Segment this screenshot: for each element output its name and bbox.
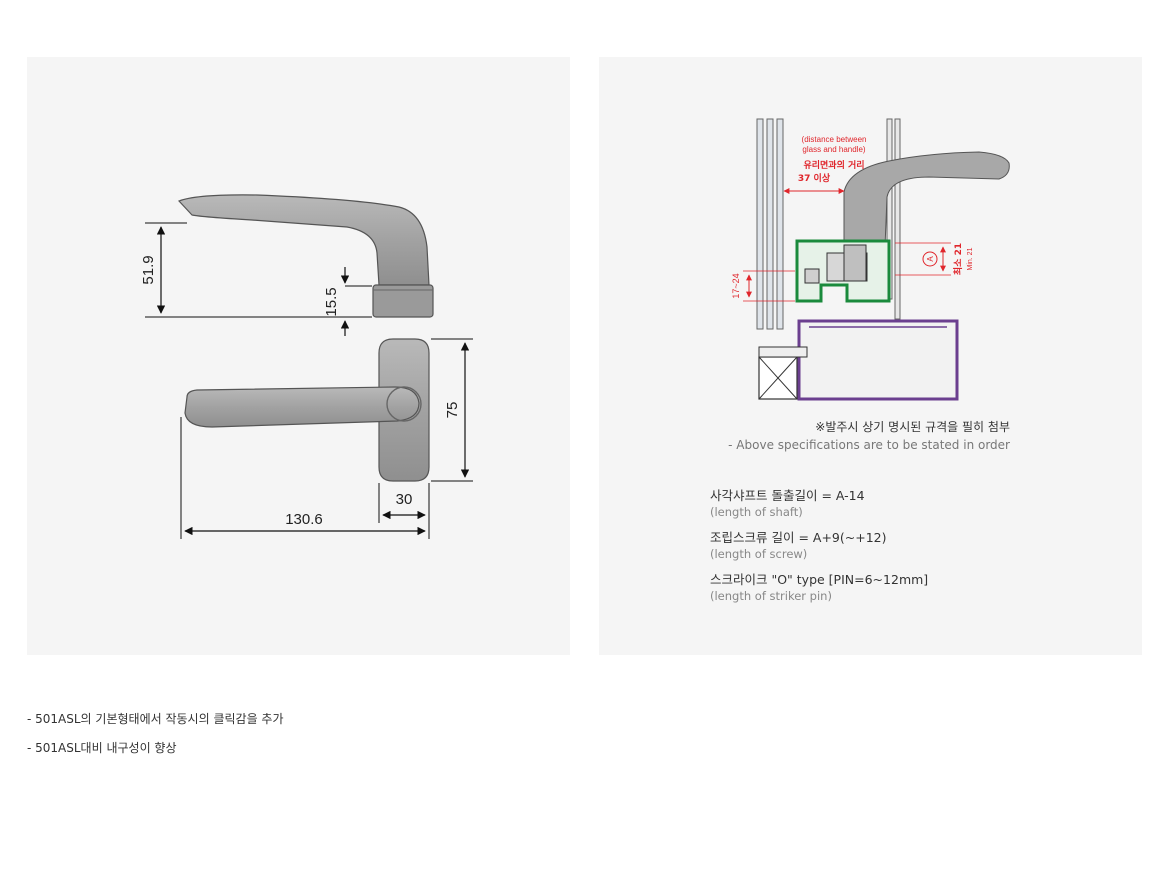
- annotation-en-line1: (distance between: [802, 135, 867, 144]
- spec-main: 사각샤프트 돌출길이 = A-14: [710, 488, 865, 503]
- handle-dimension-panel: 51.9 15.5 75 30 130.6: [27, 57, 570, 655]
- order-note-kr: ※발주시 상기 명시된 규격을 필히 첨부: [815, 420, 1010, 434]
- spec-item: 사각샤프트 돌출길이 = A-14 (length of shaft): [710, 488, 1130, 520]
- spec-sub: (length of striker pin): [710, 589, 832, 603]
- spec-main: 조립스크류 길이 = A+9(~+12): [710, 530, 887, 545]
- range-label: 17~24: [731, 273, 741, 298]
- dim-rose-height: 15.5: [323, 287, 340, 316]
- frame-profile-purple: [797, 319, 959, 401]
- handle-section: [843, 151, 1010, 248]
- installation-section-panel: (distance between glass and handle) 유리면과…: [599, 57, 1142, 655]
- rose-side-view: [372, 284, 434, 318]
- min-kr: 최소 21: [952, 243, 964, 275]
- dim-plate-height: 75: [444, 402, 461, 419]
- feature-bullet: - 501ASL대비 내구성이 향상: [27, 741, 177, 755]
- spec-item: 스크라이크 "O" type [PIN=6~12mm] (length of s…: [710, 572, 1130, 604]
- installation-section-drawing: (distance between glass and handle) 유리면과…: [731, 118, 1010, 401]
- label-a-circle: [922, 251, 938, 267]
- spec-sub: (length of screw): [710, 547, 808, 561]
- order-note-en: - Above specifications are to be stated …: [728, 438, 1010, 452]
- annotation-kr: 유리면과의 거리: [803, 159, 864, 171]
- feature-bullet: - 501ASL의 기본형태에서 작동시의 클릭감을 추가: [27, 712, 284, 726]
- annotation-kr2: 37 이상: [798, 172, 831, 184]
- annotation-en-line2: glass and handle): [802, 145, 865, 154]
- dim-height-total: 51.9: [140, 255, 157, 284]
- label-a: A: [926, 256, 935, 262]
- dim-handle-length: 130.6: [285, 511, 323, 528]
- spec-item: 조립스크류 길이 = A+9(~+12) (length of screw): [710, 530, 1130, 562]
- handle-side-view: [177, 194, 430, 286]
- handle-front-view: [184, 386, 420, 428]
- spec-sub: (length of shaft): [710, 505, 803, 519]
- min-en: Min. 21: [967, 247, 974, 270]
- spec-main: 스크라이크 "O" type [PIN=6~12mm]: [710, 572, 929, 587]
- dim-plate-width: 30: [396, 491, 413, 508]
- handle-dimension-drawing: 51.9 15.5 75 30 130.6: [140, 194, 473, 539]
